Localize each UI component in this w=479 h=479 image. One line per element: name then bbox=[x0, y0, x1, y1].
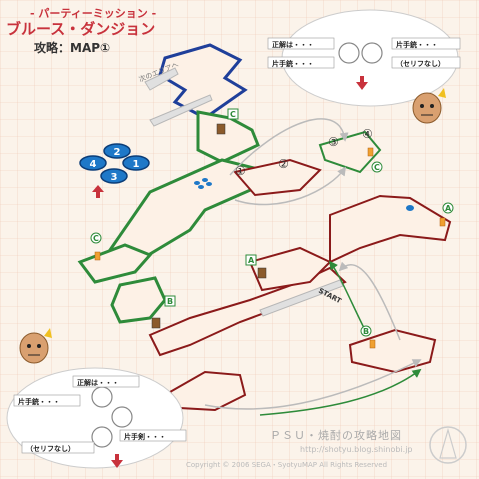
marker-3: ③ bbox=[328, 135, 339, 149]
character-face-right-icon bbox=[412, 88, 446, 124]
legend-bottom-dial-top-icon bbox=[91, 386, 113, 408]
order-discs: 2 4 1 3 bbox=[79, 143, 150, 184]
legend-top-item-4: （セリフなし） bbox=[396, 59, 445, 68]
marker-a-left: A bbox=[248, 256, 255, 265]
legend-bottom-item-1: 正解は・・・ bbox=[77, 378, 119, 387]
legend-top-dial-right-icon bbox=[361, 42, 383, 64]
order-label-2: 2 bbox=[114, 147, 121, 158]
marker-b-right: B bbox=[363, 327, 369, 336]
legend-bottom-dial-bottom-icon bbox=[91, 426, 113, 448]
legend-top-item-2: 片手銃・・・ bbox=[272, 59, 314, 68]
order-label-3: 3 bbox=[111, 172, 118, 183]
marker-4: ④ bbox=[362, 127, 373, 141]
orange-pillars bbox=[94, 147, 446, 349]
legend-top-item-1: 正解は・・・ bbox=[272, 40, 314, 49]
order-disc-1 bbox=[122, 155, 150, 171]
legend-top-item-3: 片手銃・・・ bbox=[396, 40, 438, 49]
legend-bottom-item-4: （セリフなし） bbox=[26, 444, 75, 453]
dungeon-corridors bbox=[77, 43, 452, 412]
page-title: ブルース・ダンジョン bbox=[6, 20, 156, 38]
site-logo bbox=[429, 426, 467, 464]
footer-copyright: Copyright © 2006 SEGA・SyotyuMAP All Righ… bbox=[186, 461, 388, 469]
header-subtitle: - パーティーミッション - bbox=[30, 7, 157, 20]
blue-switches bbox=[194, 178, 414, 211]
legend-bottom-dial-right-icon bbox=[111, 406, 133, 428]
order-label-4: 4 bbox=[90, 159, 97, 170]
character-face-left-icon bbox=[19, 328, 52, 364]
order-disc-4 bbox=[79, 155, 107, 171]
up-arrow-icon bbox=[92, 185, 104, 198]
footer-url[interactable]: http://shotyu.blog.shinobi.jp bbox=[300, 445, 413, 454]
path-arrows bbox=[204, 118, 422, 410]
letter-markers: C C C B A A B bbox=[90, 108, 454, 337]
legend-top-dial-left-icon bbox=[338, 42, 360, 64]
marker-b-left: B bbox=[167, 297, 173, 306]
green-arrow-2 bbox=[328, 260, 366, 331]
green-arrow bbox=[259, 368, 422, 416]
legend-bottom-item-3: 片手剣・・・ bbox=[124, 432, 166, 441]
order-label-1: 1 bbox=[133, 159, 140, 170]
order-disc-2 bbox=[103, 143, 131, 159]
marker-2: ② bbox=[278, 157, 289, 171]
marker-c-top: C bbox=[230, 110, 236, 119]
legend-bottom-item-2: 片手銃・・・ bbox=[18, 397, 60, 406]
enemy-icons bbox=[151, 123, 267, 329]
map-label: 攻略：MAP① bbox=[34, 41, 111, 55]
marker-c-left: C bbox=[93, 234, 99, 243]
legend-bottom-arrow-icon bbox=[111, 454, 123, 468]
order-disc-3 bbox=[100, 168, 128, 184]
legend-top-arrow-icon bbox=[356, 76, 368, 90]
marker-a-right: A bbox=[445, 204, 452, 213]
marker-c-right: C bbox=[374, 163, 380, 172]
marker-1: ① bbox=[235, 164, 246, 178]
footer-brand: ＰＳＵ・焼酎の攻略地図 bbox=[270, 429, 402, 442]
numbered-markers: ① ② ③ ④ bbox=[235, 127, 373, 178]
